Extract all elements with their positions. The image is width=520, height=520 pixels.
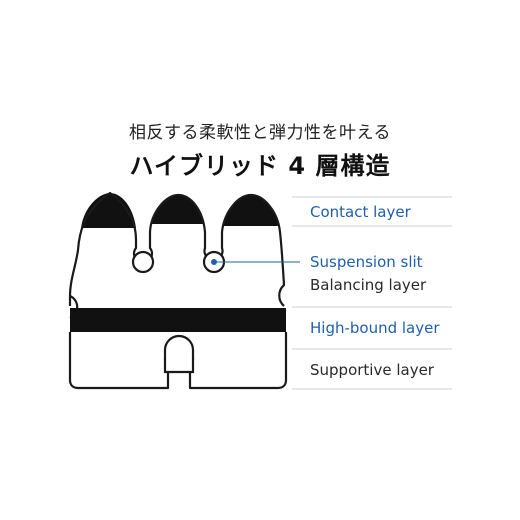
label-supportive-layer: Supportive layer <box>310 361 434 379</box>
subtitle: 相反する柔軟性と弾力性を叶える <box>129 123 391 143</box>
label-suspension-slit: Suspension slit <box>310 253 423 271</box>
contact-tip-2 <box>152 195 203 224</box>
cushion-outline-upper <box>68 191 286 307</box>
high-bound-layer <box>70 308 286 332</box>
label-contact-layer: Contact layer <box>310 203 411 221</box>
contact-tip-3 <box>223 195 278 226</box>
supportive-arch <box>163 334 195 374</box>
label-balancing-layer: Balancing layer <box>310 276 427 294</box>
title: ハイブリッド 4 層構造 <box>129 152 391 180</box>
suspension-slit-1 <box>131 250 155 274</box>
contact-tip-1 <box>81 193 136 228</box>
suspension-slit-dot <box>211 259 217 265</box>
label-high-bound-layer: High-bound layer <box>310 319 440 337</box>
